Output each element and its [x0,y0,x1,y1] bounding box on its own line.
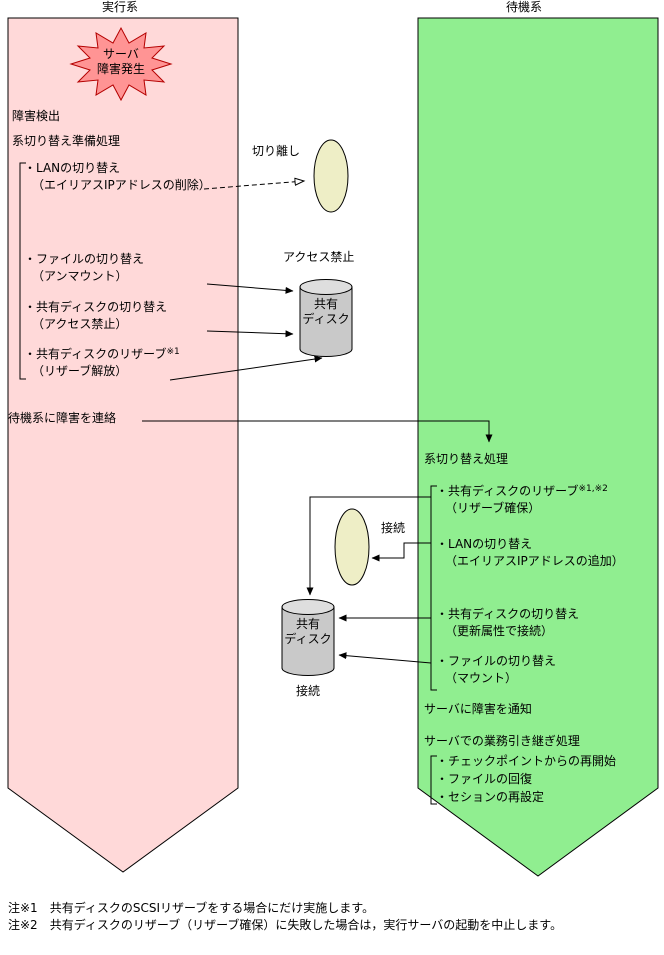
active-item-lan-main: ・LANの切り替え [24,161,121,175]
standby-item-lan-main: ・LANの切り替え [436,537,533,551]
reserve-release-arrow [169,355,323,381]
prep-process-title: 系切り替え準備処理 [12,134,121,148]
standby-item-disk-main: ・共有ディスクの切り替え [436,607,580,621]
standby-item-disk-sub: （更新属性で接続） [445,624,554,638]
failure-notify-arrow [142,420,493,443]
disk1-top-ellipse [299,279,353,295]
notify-standby-label: 待機系に障害を連絡 [8,411,117,425]
reserve-acquire-arrow [306,496,431,596]
standby-system-band [417,17,659,877]
footnote-1: 注※1 共有ディスクのSCSIリザーブをする場合にだけ実施します。 [8,901,375,915]
standby-item-file-main: ・ファイルの切り替え [436,654,557,668]
active-item-reserve-main: ・共有ディスクのリザーブ※1 [24,347,180,363]
failure-detect-label: 障害検出 [12,109,61,123]
active-item-disk-main: ・共有ディスクの切り替え [24,300,168,314]
access-forbidden-label: アクセス禁止 [283,250,355,264]
lan-ellipse-standby [334,508,370,586]
disk1-label-line2: ディスク [302,312,350,326]
disk2-label-line2: ディスク [284,632,332,646]
burst-label-line2: 障害発生 [96,62,145,76]
unmount-arrow [206,283,294,294]
standby-item-file-sub: （マウント） [445,671,518,685]
active-item-reserve-note-ref: ※1 [166,347,180,357]
disk2-label-line1: 共有 [295,617,320,631]
shared-disk-cylinder-2 [281,599,335,676]
shared-disk-cylinder-1 [299,279,353,357]
connect-label-bottom: 接続 [296,684,321,698]
lan-ellipse-active [313,139,349,213]
standby-item-reserve-text: ・共有ディスクのリザーブ [436,484,579,498]
notify-server-label: サーバに障害を通知 [424,702,532,716]
burst-label-line1: サーバ [103,47,139,61]
lan-switch-arrow [371,542,431,562]
disk1-label-line1: 共有 [313,297,338,311]
detach-label: 切り離し [252,144,301,158]
active-item-file-sub: （アンマウント） [32,269,128,283]
server-failure-burst-icon [69,26,173,102]
standby-system-title: 待機系 [506,0,543,14]
active-system-band [7,17,239,873]
active-item-reserve-sub: （リザーブ解放） [32,364,128,378]
takeover-item-session: ・セションの再設定 [436,790,545,804]
active-items-bracket [19,162,26,380]
connect-label-top: 接続 [381,521,406,535]
active-item-disk-sub: （アクセス禁止） [32,317,128,331]
disk2-body [282,607,334,668]
standby-item-lan-sub: （エイリアスIPアドレスの追加） [445,554,624,568]
access-forbid-arrow [206,330,294,338]
detach-dashed-arrow [203,181,304,190]
active-item-reserve-text: ・共有ディスクのリザーブ [24,347,167,361]
disk2-top-ellipse [281,599,335,615]
disk1-body [300,287,352,349]
standby-item-reserve-main: ・共有ディスクのリザーブ※1,※2 [436,484,608,500]
takeover-items-bracket [430,755,437,805]
active-system-title: 実行系 [102,0,139,14]
takeover-item-file-recovery: ・ファイルの回復 [436,772,533,786]
mount-arrow [338,652,432,664]
takeover-item-checkpoint: ・チェックポイントからの再開始 [436,754,617,768]
standby-item-reserve-note-ref: ※1,※2 [578,484,608,494]
switch-process-title: 系切り替え処理 [424,452,509,466]
takeover-title: サーバでの業務引き継ぎ処理 [424,734,580,748]
footnote-2: 注※2 共有ディスクのリザーブ（リザーブ確保）に失敗した場合は，実行サーバの起動… [8,918,563,932]
standby-item-reserve-sub: （リザーブ確保） [445,501,541,515]
active-item-lan-sub: （エイリアスIPアドレスの削除） [32,178,211,192]
standby-items-bracket [430,485,437,691]
active-item-file-main: ・ファイルの切り替え [24,252,145,266]
